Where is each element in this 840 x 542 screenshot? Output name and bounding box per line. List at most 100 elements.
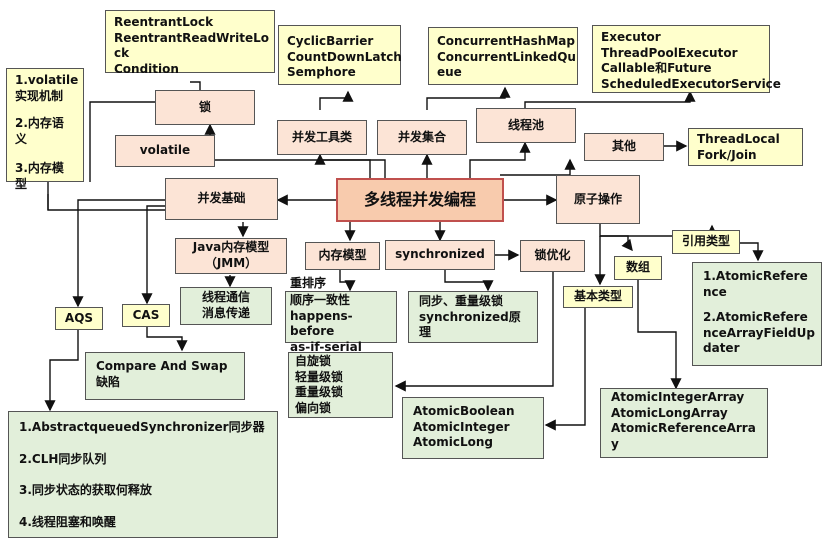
cas-node-label: CAS — [132, 307, 160, 322]
basics-node-label: 并发基础 — [197, 191, 246, 206]
memmodel-detail-line: happens-before — [290, 308, 353, 339]
jmm-node-label: （JMM） — [204, 256, 258, 270]
basic-types-detail-line: AtomicLong — [413, 435, 494, 450]
basic-types-detail-line: AtomicBoolean — [413, 404, 515, 418]
lock-detail-line: Condition — [114, 61, 179, 76]
ref-types-detail-line: nceArrayFieldUp — [703, 325, 815, 340]
volatile-detail-line: 实现机制 — [15, 88, 64, 103]
arrays-detail-line: AtomicReferenceArra — [611, 421, 756, 436]
tools-detail-box: CyclicBarrier CountDownLatch Semphore — [278, 25, 402, 85]
synchronized-detail-line: 同步、重量级锁 — [419, 294, 504, 308]
memmodel-node: 内存模型 — [305, 242, 380, 270]
basics-node: 并发基础 — [165, 178, 278, 220]
collections-detail-line: ConcurrentLinkedQu — [437, 49, 576, 64]
ref-types-detail-line: 2.AtomicRefere — [703, 310, 808, 325]
volatile-detail-box: 1.volatile 实现机制 2.内存语义 3.内存模型 — [6, 68, 84, 191]
arrays-detail-line: AtomicLongArray — [611, 405, 728, 420]
collections-node: 并发集合 — [377, 120, 467, 155]
memmodel-detail-line: as-if-serial — [290, 339, 362, 354]
cas-node: CAS — [122, 304, 170, 327]
lock-optimization-detail-line: 重量级锁 — [295, 385, 344, 400]
basic-types-detail-line: AtomicInteger — [413, 419, 510, 434]
jmm-detail-box: 线程通信 消息传递 — [180, 287, 272, 325]
synchronized-detail-box: 同步、重量级锁 synchronized原 理 — [408, 291, 538, 343]
threadpool-node-label: 线程池 — [507, 117, 544, 132]
lock-node-label: 锁 — [198, 99, 211, 114]
basic-types-detail-box: AtomicBoolean AtomicInteger AtomicLong — [402, 397, 544, 459]
threadpool-detail-line: ScheduledExecutorService — [601, 76, 781, 91]
cas-detail-box: Compare And Swap 缺陷 — [85, 352, 245, 400]
tools-detail-line: CyclicBarrier — [287, 34, 374, 48]
threadpool-detail-line: Executor — [601, 30, 661, 44]
memmodel-node-label: 内存模型 — [318, 248, 367, 263]
ref-types-detail-line: dater — [703, 341, 740, 356]
other-detail-box: ThreadLocal Fork/Join — [688, 128, 803, 166]
memmodel-detail-line: 顺序一致性 — [290, 293, 351, 307]
other-detail-line: Fork/Join — [697, 147, 757, 162]
aqs-detail-box: 1.AbstractqueuedSynchronizer同步器 2.CLH同步队… — [8, 411, 278, 538]
threadpool-detail-line: ThreadPoolExecutor — [601, 45, 738, 60]
tools-detail-line: Semphore — [287, 65, 356, 80]
lock-optimization-detail-box: 自旋锁 轻量级锁 重量级锁 偏向锁 — [288, 352, 393, 418]
cas-detail-line: Compare And Swap — [96, 359, 228, 373]
aqs-detail-line: 3.同步状态的获取何释放 — [19, 483, 152, 498]
ref-types-node-label: 引用类型 — [681, 234, 730, 249]
lock-detail-line: ReentrantReadWriteLo — [114, 30, 269, 45]
lock-optimization-node: 锁优化 — [520, 240, 585, 272]
central-topic: 多线程并发编程 — [336, 178, 504, 222]
threadpool-node: 线程池 — [476, 108, 576, 143]
arrays-node: 数组 — [614, 256, 662, 280]
other-node-label: 其他 — [611, 139, 636, 154]
atomic-node: 原子操作 — [556, 175, 640, 224]
lock-optimization-detail-line: 轻量级锁 — [295, 369, 344, 384]
jmm-detail-line: 线程通信 — [201, 290, 250, 305]
synchronized-node: synchronized — [385, 240, 495, 270]
aqs-detail-line: 1.AbstractqueuedSynchronizer同步器 — [19, 420, 265, 434]
tools-node: 并发工具类 — [277, 120, 367, 155]
collections-detail-box: ConcurrentHashMap ConcurrentLinkedQu eue — [428, 27, 578, 85]
aqs-detail-line: 2.CLH同步队列 — [19, 451, 107, 466]
volatile-detail-line: 1.volatile — [15, 73, 79, 87]
lock-detail-line: ck — [114, 46, 130, 61]
synchronized-detail-line: synchronized原 — [419, 309, 521, 324]
arrays-detail-line: AtomicIntegerArray — [611, 390, 745, 404]
central-topic-label: 多线程并发编程 — [363, 189, 476, 209]
volatile-node: volatile — [115, 135, 215, 167]
threadpool-detail-line: Callable和Future — [601, 61, 712, 76]
ref-types-detail-line: nce — [703, 284, 727, 299]
synchronized-node-label: synchronized — [395, 247, 485, 262]
arrays-detail-line: y — [611, 436, 619, 451]
lock-optimization-detail-line: 偏向锁 — [295, 400, 332, 415]
aqs-node: AQS — [55, 307, 103, 330]
arrays-detail-box: AtomicIntegerArray AtomicLongArray Atomi… — [600, 388, 768, 458]
cas-detail-line: 缺陷 — [96, 374, 121, 389]
other-node: 其他 — [584, 133, 664, 161]
tools-detail-line: CountDownLatch — [287, 49, 402, 64]
jmm-node-label: Java内存模型 — [192, 240, 270, 255]
memmodel-detail-overflow: 重排序 — [290, 276, 326, 292]
jmm-node: Java内存模型 （JMM） — [175, 238, 287, 274]
lock-detail-box: ReentrantLock ReentrantReadWriteLo ck Co… — [105, 10, 275, 76]
lock-optimization-node-label: 锁优化 — [534, 248, 571, 263]
ref-types-detail-box: 1.AtomicRefere nce 2.AtomicRefere nceArr… — [692, 262, 822, 366]
volatile-detail-line: 2.内存语义 — [15, 116, 64, 146]
threadpool-detail-box: Executor ThreadPoolExecutor Callable和Fut… — [592, 25, 781, 93]
volatile-detail-line: 3.内存模型 — [15, 161, 64, 191]
ref-types-node: 引用类型 — [672, 230, 740, 254]
ref-types-detail-line: 1.AtomicRefere — [703, 269, 808, 283]
memmodel-detail-box: 顺序一致性 happens-before as-if-serial — [285, 291, 397, 354]
basic-types-node: 基本类型 — [563, 286, 633, 308]
aqs-detail-line: 4.线程阻塞和唤醒 — [19, 514, 116, 529]
volatile-node-label: volatile — [139, 143, 191, 158]
collections-detail-line: eue — [437, 65, 462, 80]
arrays-node-label: 数组 — [625, 260, 650, 275]
synchronized-detail-line: 理 — [419, 325, 432, 340]
atomic-node-label: 原子操作 — [573, 191, 622, 206]
tools-node-label: 并发工具类 — [291, 129, 352, 144]
lock-optimization-detail-line: 自旋锁 — [295, 354, 332, 368]
memmodel-detail-line: 重排序 — [290, 276, 327, 290]
jmm-detail-line: 消息传递 — [201, 306, 250, 320]
basic-types-node-label: 基本类型 — [573, 289, 622, 304]
collections-detail-line: ConcurrentHashMap — [437, 34, 575, 48]
